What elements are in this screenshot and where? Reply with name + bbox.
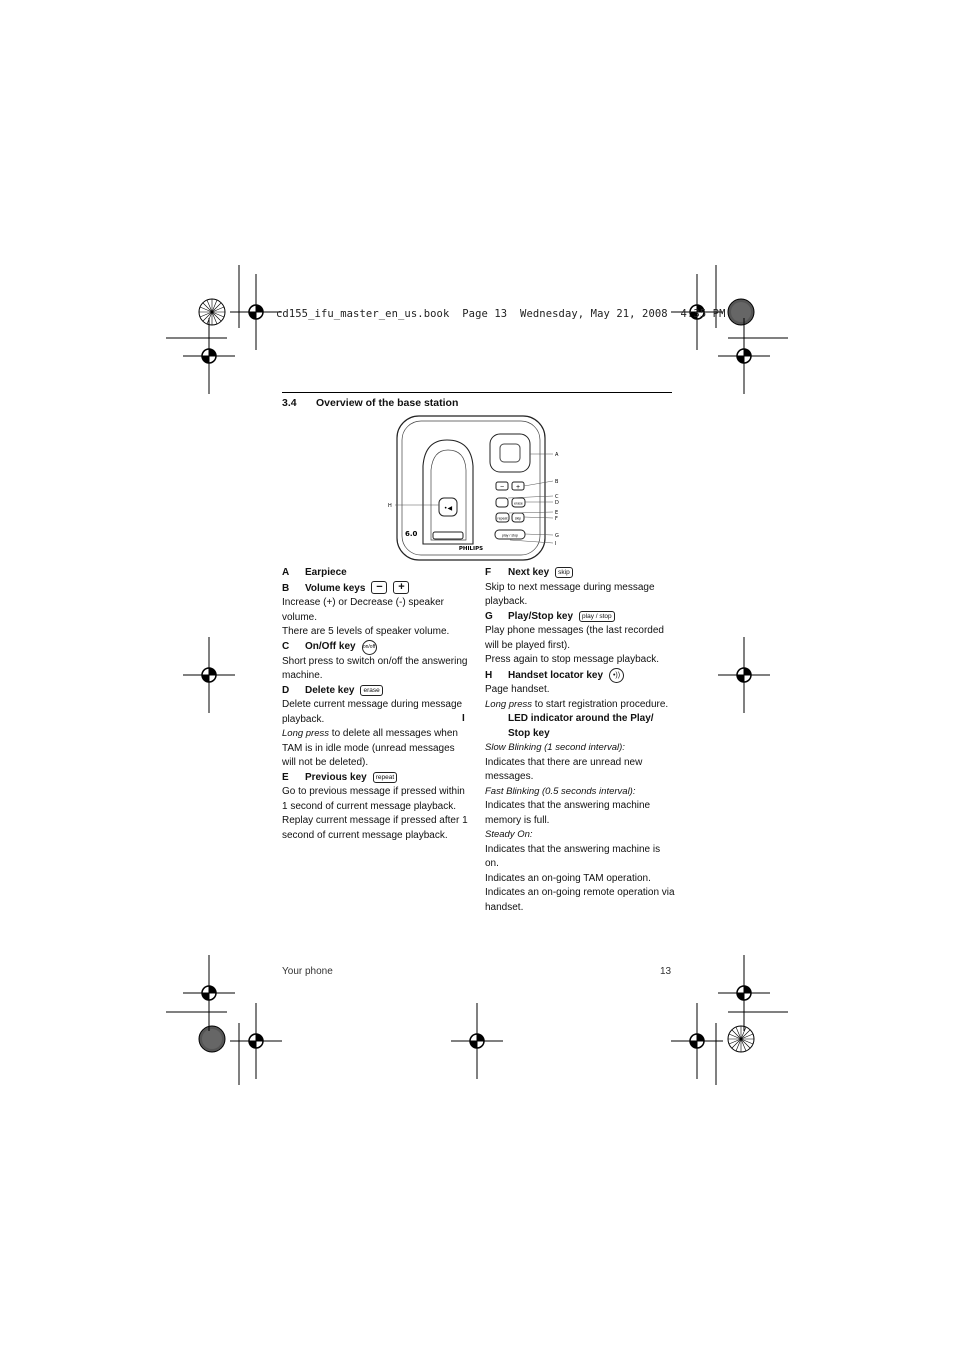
- earpiece: [489, 433, 531, 473]
- callout-a: A: [555, 452, 559, 458]
- play-stop-key-icon: play / stop: [579, 610, 615, 622]
- callout-g: G: [555, 533, 559, 539]
- file-header: cd155_ifu_master_en_us.book Page 13 Wedn…: [276, 308, 726, 320]
- svg-text:erase: erase: [514, 502, 523, 506]
- handset-locator-button: [438, 497, 458, 517]
- section-number: 3.4: [282, 397, 297, 409]
- erase-key: [511, 497, 526, 508]
- plus-key-icon: +: [393, 580, 410, 594]
- model-badge: 6.0: [405, 530, 418, 538]
- item-h-long: Long press to start registration procedu…: [485, 698, 669, 710]
- onoff-key: [495, 497, 509, 508]
- item-f-desc: Skip to next message during message play…: [485, 581, 655, 608]
- svg-text:skip: skip: [515, 517, 521, 521]
- item-d-desc: Delete current message during message pl…: [282, 699, 463, 725]
- item-i-slow-desc: Indicates that there are unread new mess…: [485, 756, 643, 783]
- section-title: Overview of the base station: [316, 397, 459, 409]
- svg-text:repeat: repeat: [498, 517, 508, 521]
- item-e-desc2: Replay current message if pressed after …: [282, 815, 468, 841]
- svg-text:play / stop: play / stop: [502, 534, 518, 538]
- callout-b: B: [555, 479, 559, 485]
- repeat-key-icon: repeat: [372, 771, 398, 783]
- volume-minus-key: [495, 481, 509, 491]
- section-rule: [282, 392, 672, 393]
- repeat-key: [495, 512, 510, 523]
- footer-section: Your phone: [282, 966, 333, 977]
- play-stop-key: [494, 529, 526, 540]
- svg-text:•◀: •◀: [444, 505, 453, 512]
- callout-d: D: [555, 500, 559, 506]
- item-i-fast: Fast Blinking (0.5 seconds interval):: [485, 785, 636, 797]
- item-b-desc1: Increase (+) or Decrease (-) speaker vol…: [282, 597, 445, 623]
- callout-e: E: [555, 510, 558, 516]
- brand-logo: PHILIPS: [459, 546, 483, 552]
- minus-key-icon: −: [371, 580, 388, 594]
- handset-locator-icon: •)): [609, 667, 625, 683]
- item-c-desc: Short press to switch on/off the answeri…: [282, 655, 468, 682]
- onoff-key-icon: on/off: [361, 639, 377, 655]
- base-station-figure: •◀ PHILIPS 6.0 − + erase repeat skip pla…: [388, 415, 559, 561]
- item-i-steady: Steady On:: [485, 829, 533, 840]
- item-d-long: Long press to delete all messages when T…: [282, 728, 458, 768]
- page-number: 13: [660, 966, 672, 977]
- item-i-steady3: Indicates an on-going remote operation v…: [485, 887, 675, 913]
- item-b-desc2: There are 5 levels of speaker volume.: [282, 626, 450, 637]
- callout-f: F: [555, 516, 558, 522]
- handset-cradle: [422, 439, 474, 545]
- item-i-steady1: Indicates that the answering machine is …: [485, 843, 661, 870]
- callout-i: I: [555, 541, 556, 547]
- svg-text:−: −: [500, 484, 504, 491]
- erase-key-icon: erase: [360, 684, 383, 696]
- item-i-fast-desc: Indicates that the answering machine mem…: [485, 800, 651, 826]
- item-e-desc1: Go to previous message if pressed within…: [282, 786, 465, 812]
- skip-key-icon: skip: [555, 567, 573, 578]
- callout-c: C: [555, 494, 559, 500]
- item-i-slow: Slow Blinking (1 second interval):: [485, 742, 625, 753]
- callout-h: H: [388, 503, 392, 509]
- item-g-desc2: Press again to stop message playback.: [485, 654, 659, 665]
- item-i-steady2: Indicates an on-going TAM operation.: [485, 872, 651, 884]
- item-g-desc1: Play phone messages (the last recorded w…: [485, 625, 664, 651]
- item-h-desc: Page handset.: [485, 684, 550, 695]
- svg-text:+: +: [516, 484, 520, 491]
